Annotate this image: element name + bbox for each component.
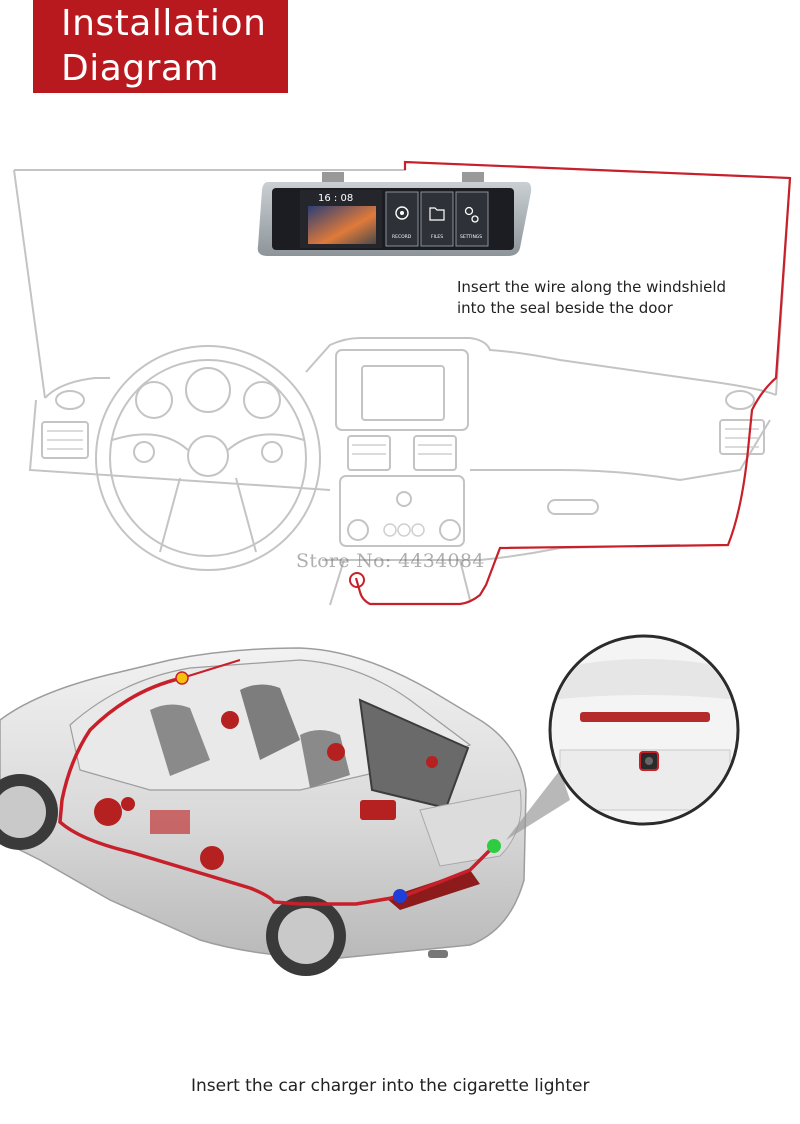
title-line-2: Diagram xyxy=(61,48,220,89)
wire-route-cabin xyxy=(354,160,792,606)
mirror-dashcam: 16 : 08 RECORD FILES SETTINGS xyxy=(257,172,532,256)
charger-caption: Insert the car charger into the cigarett… xyxy=(191,1076,590,1096)
wire-route-car xyxy=(58,676,496,906)
windshield-caption-line-2: into the seal beside the door xyxy=(457,299,673,317)
mirror-menu-settings: SETTINGS xyxy=(460,234,482,240)
store-watermark: Store No: 4434084 xyxy=(296,550,485,572)
mirror-menu-files: FILES xyxy=(431,234,443,240)
gear-icon xyxy=(464,206,479,223)
mirror-time: 16 : 08 xyxy=(318,193,353,204)
title-banner: Installation Diagram xyxy=(33,0,288,93)
camera-icon xyxy=(395,206,409,220)
front-camera-marker xyxy=(175,671,189,685)
trunk-marker xyxy=(487,839,501,853)
windshield-caption: Insert the wire along the windshield int… xyxy=(457,277,726,319)
charger-socket-marker xyxy=(349,572,365,588)
mirror-menu-record: RECORD xyxy=(392,234,412,240)
windshield-caption-line-1: Insert the wire along the windshield xyxy=(457,278,727,296)
car-illustration xyxy=(0,647,527,976)
title-line-1: Installation xyxy=(61,3,267,44)
dashboard-drawing xyxy=(13,160,792,606)
rear-entry-marker xyxy=(393,889,407,903)
folder-icon xyxy=(429,207,445,221)
rear-camera-zoom xyxy=(548,634,740,826)
